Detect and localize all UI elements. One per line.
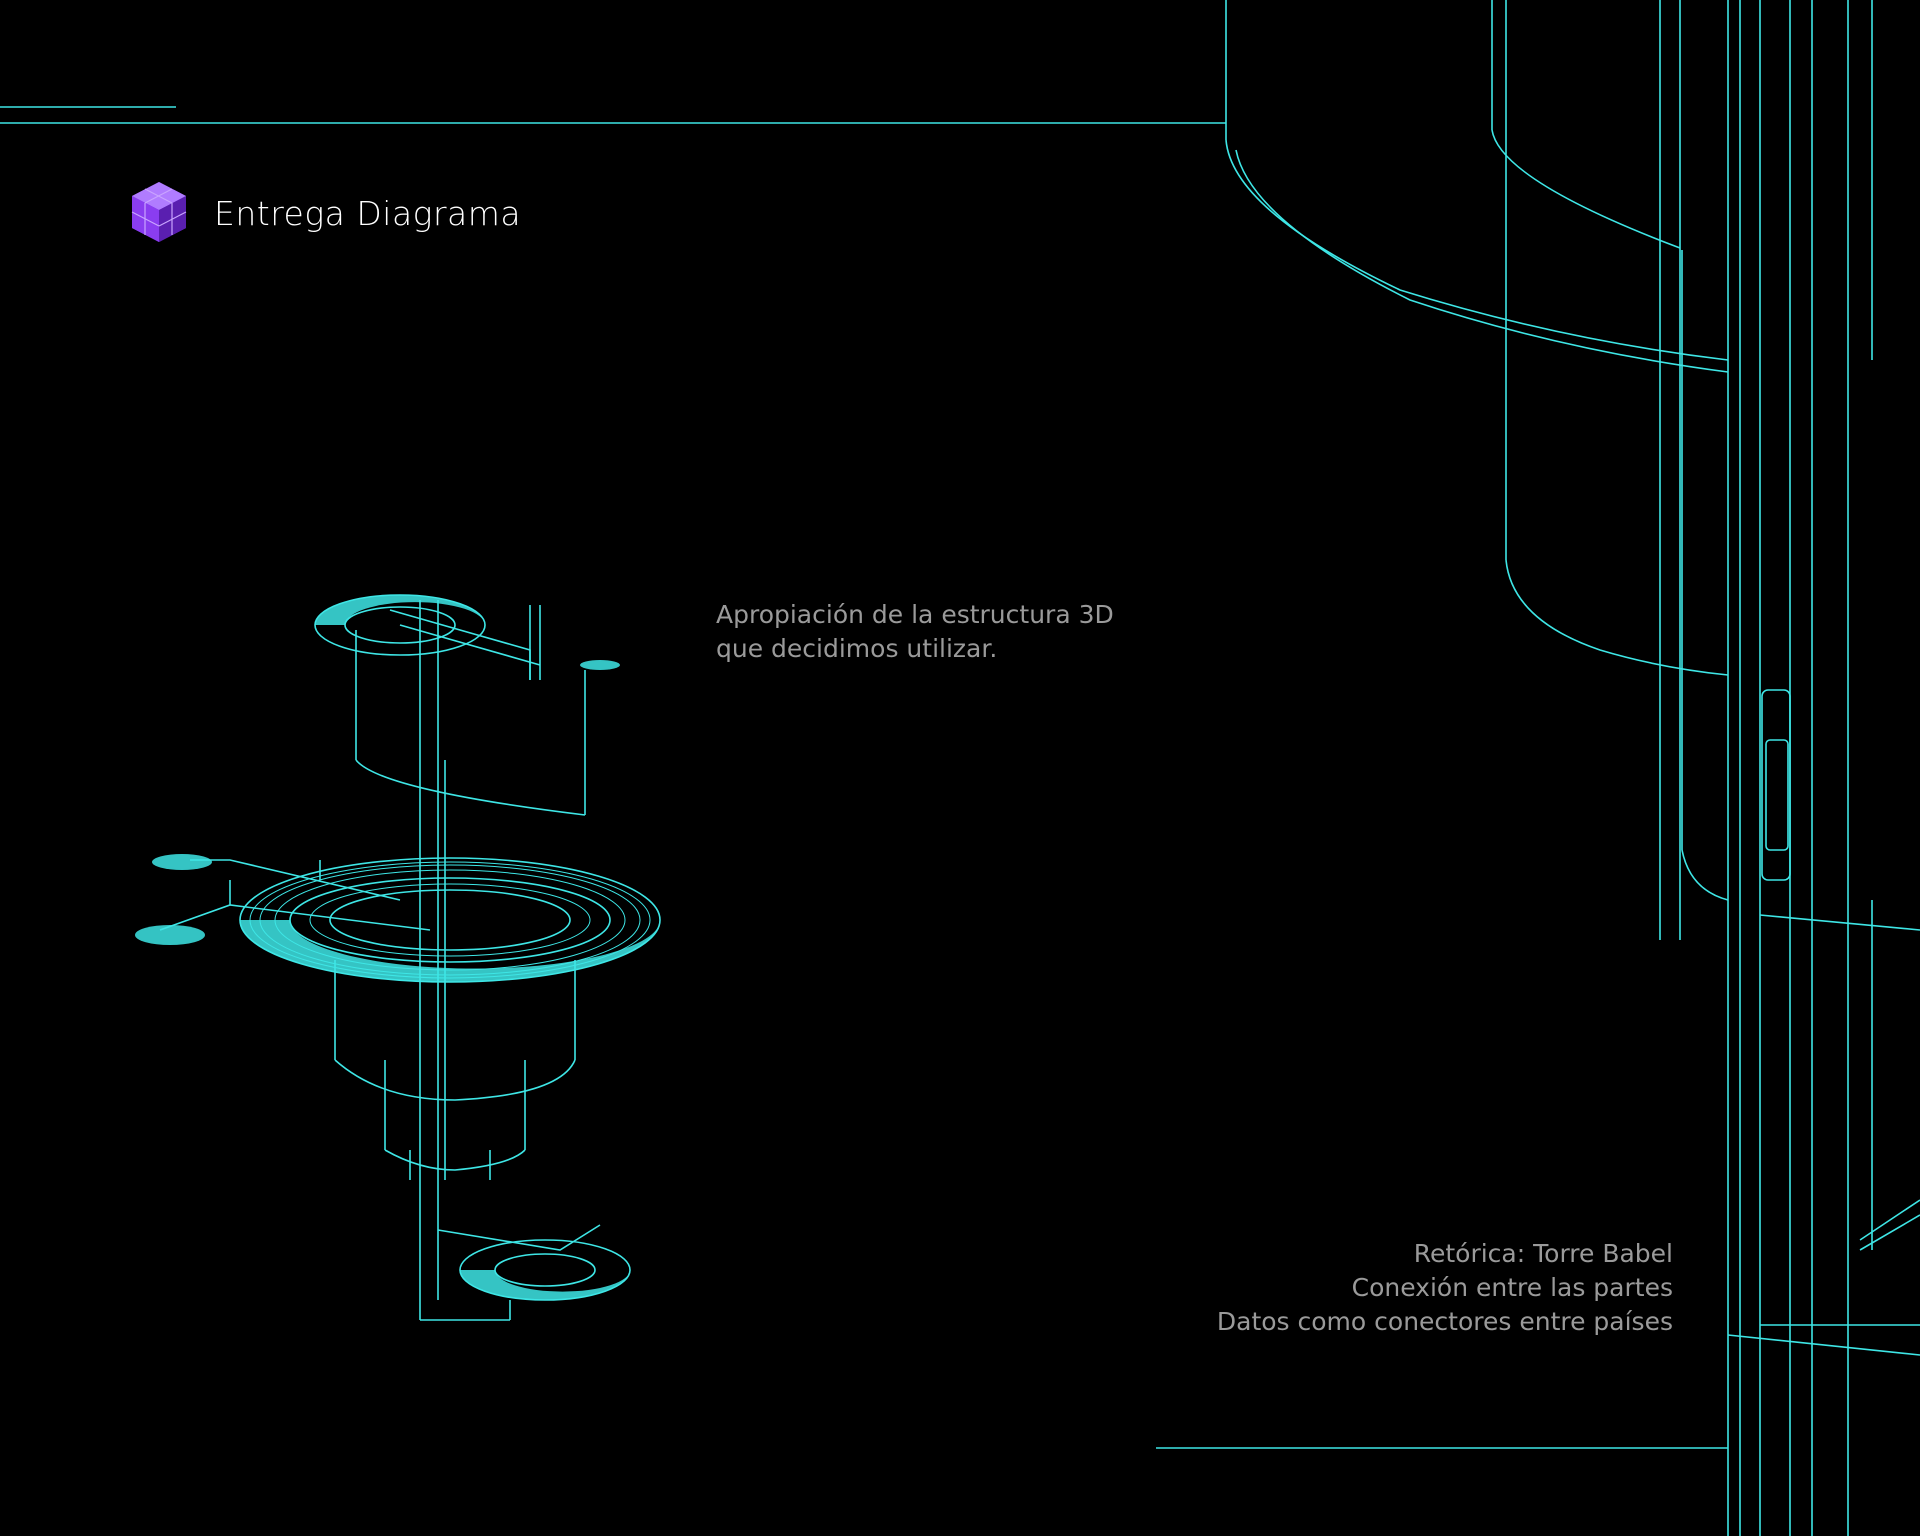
ring-shading — [135, 595, 660, 1300]
notes-line: Datos como conectores entre países — [1216, 1307, 1673, 1336]
header: Entrega Diagrama — [124, 178, 521, 248]
notes-line: Retórica: Torre Babel — [1413, 1239, 1673, 1268]
rhetoric-notes: Retórica: Torre Babel Conexión entre las… — [1217, 1237, 1673, 1339]
logo-icon — [131, 182, 187, 242]
caption-line: Apropiación de la estructura 3D — [716, 600, 1114, 629]
page-title: Entrega Diagrama — [214, 193, 522, 233]
spiral-tower-wireframe — [159, 594, 661, 1321]
tower-wireframe — [1225, 0, 1920, 1536]
notes-line: Conexión entre las partes — [1351, 1273, 1673, 1302]
structure-caption: Apropiación de la estructura 3D que deci… — [716, 598, 1114, 666]
ring-lines — [249, 861, 651, 979]
caption-line: que decidimos utilizar. — [716, 634, 998, 663]
